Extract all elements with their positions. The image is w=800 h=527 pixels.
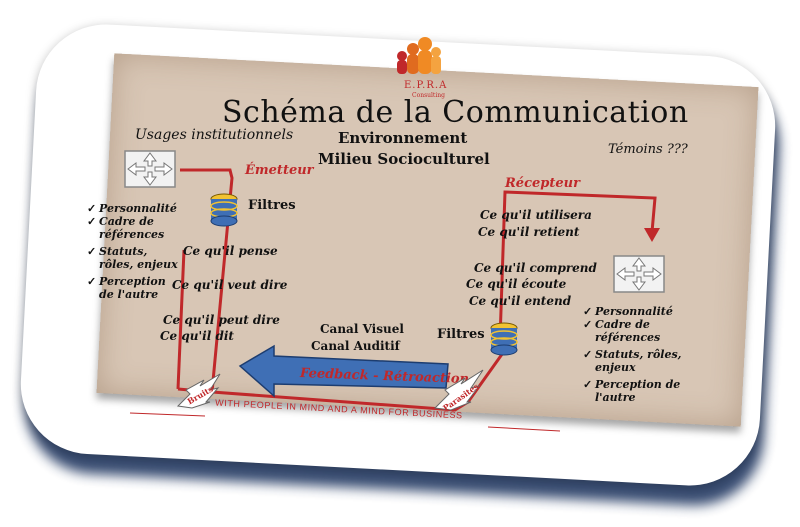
recepteur-retient: Ce qu'il retient	[478, 225, 580, 239]
emetteur-dit: Ce qu'il dit	[160, 329, 234, 343]
database-filter-icon	[490, 322, 518, 356]
emetteur-pense: Ce qu'il pense	[183, 244, 278, 258]
recepteur-label: Récepteur	[505, 176, 580, 191]
database-filter-icon	[210, 193, 238, 227]
people-group-logo	[397, 37, 441, 74]
list-item: Statuts, rôles, enjeux	[87, 245, 179, 271]
noise-burst-icon	[176, 373, 221, 409]
recepteur-ecoute: Ce qu'il écoute	[466, 277, 567, 291]
temoins-label: Témoins ???	[608, 142, 688, 157]
usages-label: Usages institutionnels	[135, 127, 294, 143]
list-item: Perception de l'autre	[87, 275, 184, 301]
noise-burst-icon	[433, 369, 484, 411]
brand-sub: Consulting	[412, 92, 445, 99]
page-title: Schéma de la Communication	[222, 95, 689, 130]
recepteur-filtres: Filtres	[437, 327, 485, 342]
recepteur-traits: Personnalité Cadre de références Statuts…	[583, 305, 693, 404]
emetteur-label: Émetteur	[245, 163, 314, 178]
emetteur-peut: Ce qu'il peut dire	[163, 313, 280, 327]
list-item: Statuts, rôles, enjeux	[583, 348, 690, 374]
recepteur-comprend: Ce qu'il comprend	[474, 261, 597, 275]
environment-label: Environnement	[338, 129, 468, 147]
canal-visuel: Canal Visuel	[320, 322, 404, 336]
emetteur-veut: Ce qu'il veut dire	[172, 278, 288, 292]
list-item: Personnalité	[583, 305, 693, 318]
recepteur-utilisera: Ce qu'il utilisera	[480, 208, 592, 222]
four-arrows-icon	[124, 150, 176, 188]
list-item: Perception de l'autre	[583, 378, 690, 404]
canal-auditif: Canal Auditif	[311, 339, 400, 353]
four-arrows-icon	[613, 255, 665, 293]
emetteur-traits: Personnalité Cadre de références Statuts…	[87, 202, 187, 301]
list-item: Cadre de références	[583, 318, 665, 344]
recepteur-entend: Ce qu'il entend	[469, 294, 572, 308]
feedback-arrow-icon	[238, 344, 449, 398]
brand-name: E.P.R.A	[404, 80, 448, 91]
list-item: Personnalité	[87, 202, 187, 215]
milieu-label: Milieu Socioculturel	[318, 150, 490, 168]
list-item: Cadre de références	[87, 215, 164, 241]
emetteur-filtres: Filtres	[248, 198, 296, 213]
